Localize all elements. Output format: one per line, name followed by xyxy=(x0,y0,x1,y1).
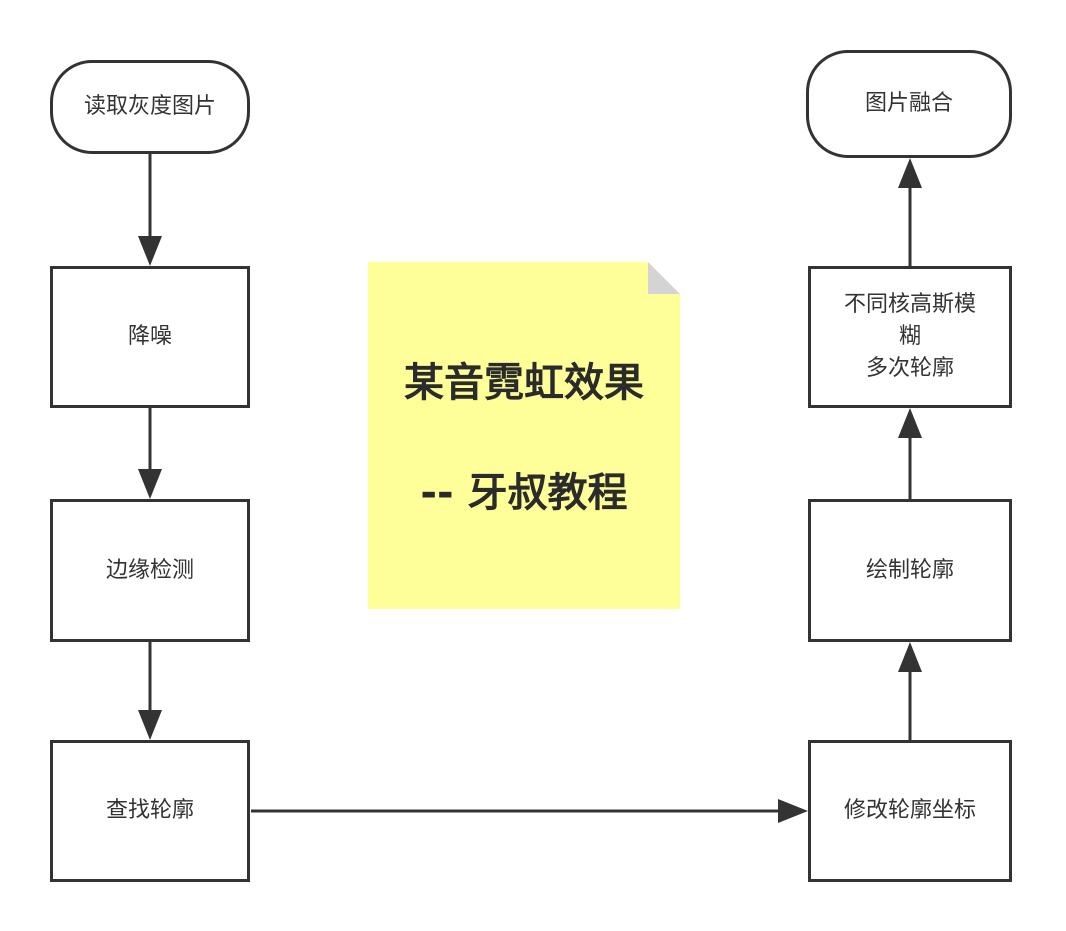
note-subtitle: -- 牙叔教程 xyxy=(420,470,628,516)
node-draw-contours-label: 绘制轮廓 xyxy=(865,557,954,583)
arrowhead-draw-to-blur xyxy=(898,408,922,438)
arrowhead-read-to-denoise xyxy=(138,236,162,266)
node-denoise: 降噪 xyxy=(50,266,250,408)
node-denoise-label: 降噪 xyxy=(127,324,172,349)
node-gaussian-blur: 不同核高斯模 糊 多次轮廓 xyxy=(808,266,1012,408)
node-find-contours: 查找轮廓 xyxy=(50,740,250,882)
node-modify-contour-coords: 修改轮廓坐标 xyxy=(808,740,1012,882)
node-draw-contours: 绘制轮廓 xyxy=(808,499,1012,642)
node-read-grayscale-image-label: 读取灰度图片 xyxy=(83,94,216,119)
node-edge-detection: 边缘检测 xyxy=(50,499,250,642)
note-title: 某音霓虹效果 xyxy=(404,360,644,406)
node-modify-contour-coords-label: 修改轮廓坐标 xyxy=(843,798,976,823)
node-image-merge-label: 图片融合 xyxy=(864,91,953,116)
arrowhead-blur-to-merge xyxy=(898,158,922,188)
arrowhead-edge-to-find xyxy=(138,710,162,740)
node-gaussian-blur-label: 不同核高斯模 糊 多次轮廓 xyxy=(843,292,976,381)
node-edge-detection-label: 边缘检测 xyxy=(105,557,194,583)
arrowhead-modify-to-draw xyxy=(898,642,922,672)
arrowhead-find-to-modify xyxy=(778,799,808,823)
node-find-contours-label: 查找轮廓 xyxy=(105,798,194,823)
sticky-note xyxy=(368,262,680,609)
node-read-grayscale-image: 读取灰度图片 xyxy=(50,60,250,154)
node-image-merge: 图片融合 xyxy=(806,50,1012,158)
arrowhead-denoise-to-edge xyxy=(138,469,162,499)
